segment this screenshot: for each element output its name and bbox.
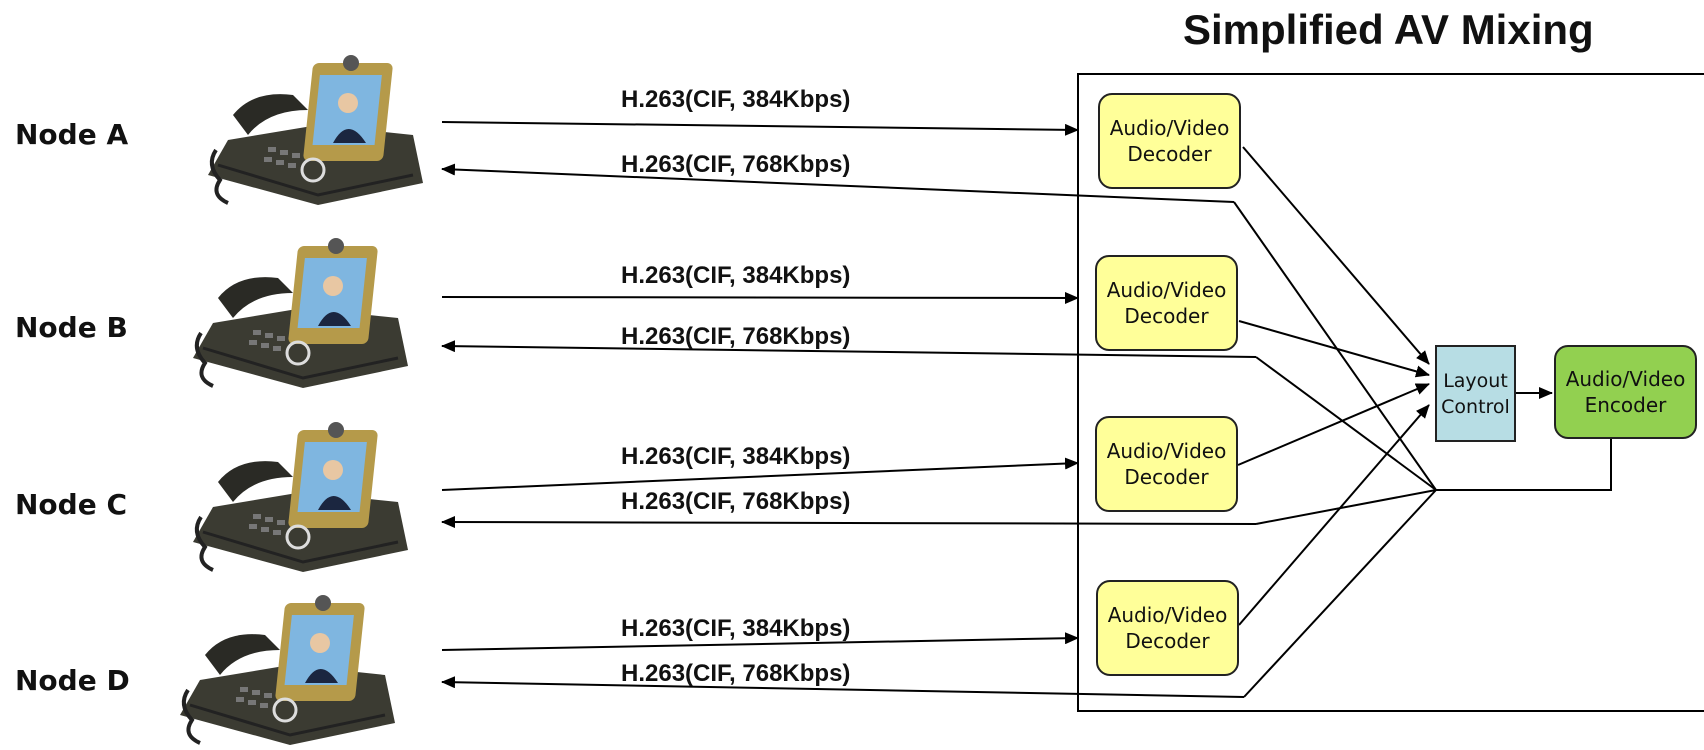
decoder-label-line2: Decoder: [1124, 465, 1209, 489]
video-phone-icon: [193, 238, 408, 388]
video-phone-icon: [208, 55, 423, 205]
encoder-output: [1436, 439, 1612, 491]
fanout-d: [1243, 489, 1437, 698]
stream-label-down-a: H.263(CIF, 768Kbps): [621, 151, 851, 178]
node-c-label: Node C: [15, 488, 127, 521]
stream-up-d: [441, 632, 1079, 651]
stream-down-b: [441, 340, 1257, 358]
stream-label-up-d: H.263(CIF, 384Kbps): [621, 615, 851, 642]
decoder-label-line1: Audio/Video: [1107, 603, 1228, 627]
mixer-frame: [1077, 73, 1704, 712]
decoder-d-to-layout: [1238, 404, 1430, 626]
decoder-label-line2: Decoder: [1127, 142, 1212, 166]
stream-label-up-b: H.263(CIF, 384Kbps): [621, 262, 851, 289]
video-phone-icon: [193, 422, 408, 572]
decoder-label-line2: Decoder: [1125, 629, 1210, 653]
stream-label-down-c: H.263(CIF, 768Kbps): [621, 488, 851, 515]
stream-label-up-a: H.263(CIF, 384Kbps): [621, 86, 851, 113]
stream-up-a: [441, 121, 1079, 136]
layout-control-line1: Layout: [1443, 369, 1508, 392]
encoder-line2: Encoder: [1584, 393, 1667, 417]
decoder-label-line1: Audio/Video: [1106, 439, 1227, 463]
video-phone-icon: [180, 595, 395, 745]
layout-control-line2: Control: [1441, 395, 1510, 418]
node-a-label: Node A: [15, 118, 129, 151]
stream-down-c: [441, 516, 1257, 529]
decoder-label-line2: Decoder: [1124, 304, 1209, 328]
stream-down-a: [441, 163, 1235, 203]
decoder-label-line1: Audio/Video: [1109, 116, 1230, 140]
stream-down-d: [441, 676, 1245, 698]
decoder-b-to-layout: [1238, 320, 1430, 378]
decoder-label-line1: Audio/Video: [1106, 278, 1227, 302]
node-d-label: Node D: [15, 664, 130, 697]
fanout-a: [1233, 201, 1437, 491]
stream-up-c: [441, 457, 1079, 491]
stream-label-down-b: H.263(CIF, 768Kbps): [621, 323, 851, 350]
node-b-label: Node B: [15, 311, 128, 344]
encoder-line1: Audio/Video: [1565, 367, 1686, 391]
decoder-a-to-layout: [1242, 146, 1430, 365]
stream-label-up-c: H.263(CIF, 384Kbps): [621, 443, 851, 470]
diagram-title: Simplified AV Mixing: [1183, 6, 1594, 53]
fanout-b: [1255, 356, 1437, 491]
stream-label-down-d: H.263(CIF, 768Kbps): [621, 660, 851, 687]
decoder-c-to-layout: [1237, 383, 1430, 466]
fanout-c: [1255, 489, 1437, 525]
stream-up-b: [441, 291, 1079, 304]
